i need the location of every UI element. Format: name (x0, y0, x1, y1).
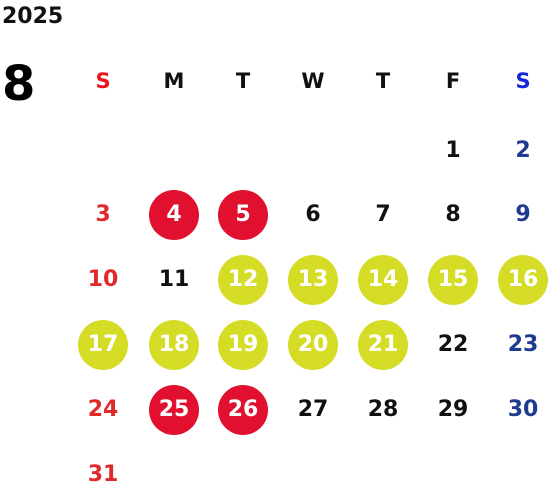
day-cell-yellow-highlight[interactable]: 14 (358, 255, 408, 305)
day-cell-yellow-highlight[interactable]: 20 (288, 320, 338, 370)
day-cell[interactable]: 9 (515, 202, 531, 227)
day-cell-red-highlight[interactable]: 4 (149, 190, 199, 240)
day-cell[interactable]: 28 (367, 397, 399, 422)
year-label: 2025 (2, 4, 64, 29)
day-cell[interactable]: 8 (445, 202, 461, 227)
day-cell-red-highlight[interactable]: 5 (218, 190, 268, 240)
day-cell[interactable]: 24 (87, 397, 119, 422)
day-cell[interactable]: 29 (437, 397, 469, 422)
day-cell[interactable]: 7 (375, 202, 391, 227)
weekday-header: S (515, 69, 531, 93)
weekday-header: W (301, 69, 325, 93)
day-cell[interactable]: 2 (515, 138, 531, 163)
day-cell[interactable]: 6 (305, 202, 321, 227)
weekday-header: F (445, 69, 461, 93)
day-cell-yellow-highlight[interactable]: 13 (288, 255, 338, 305)
month-number: 8 (2, 56, 36, 112)
day-cell[interactable]: 27 (297, 397, 329, 422)
day-cell-yellow-highlight[interactable]: 15 (428, 255, 478, 305)
day-cell-yellow-highlight[interactable]: 21 (358, 320, 408, 370)
day-cell[interactable]: 31 (87, 462, 119, 487)
day-cell[interactable]: 3 (95, 202, 111, 227)
weekday-header: T (235, 69, 251, 93)
day-cell-yellow-highlight[interactable]: 16 (498, 255, 548, 305)
day-cell[interactable]: 22 (437, 332, 469, 357)
day-cell-yellow-highlight[interactable]: 17 (78, 320, 128, 370)
weekday-header: T (375, 69, 391, 93)
day-cell[interactable]: 11 (158, 267, 190, 292)
day-cell[interactable]: 10 (87, 267, 119, 292)
day-cell[interactable]: 23 (507, 332, 539, 357)
weekday-header: S (95, 69, 111, 93)
day-cell-red-highlight[interactable]: 25 (149, 385, 199, 435)
day-cell-yellow-highlight[interactable]: 18 (149, 320, 199, 370)
day-cell-yellow-highlight[interactable]: 19 (218, 320, 268, 370)
day-cell-red-highlight[interactable]: 26 (218, 385, 268, 435)
weekday-header: M (163, 69, 185, 93)
day-cell[interactable]: 30 (507, 397, 539, 422)
day-cell-yellow-highlight[interactable]: 12 (218, 255, 268, 305)
day-cell[interactable]: 1 (445, 138, 461, 163)
